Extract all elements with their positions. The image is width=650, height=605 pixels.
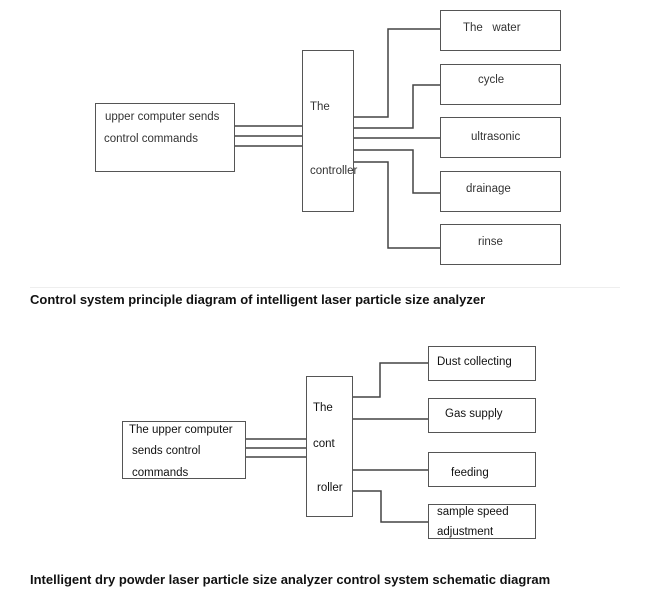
d1-output-box-rinse	[440, 224, 561, 265]
d1-output-box-cycle	[440, 64, 561, 105]
d1-source-label-2: control commands	[104, 133, 198, 145]
d2-line-dust	[352, 362, 428, 398]
d1-output-label-drainage: drainage	[466, 183, 511, 195]
d1-output-box-ultrasonic	[440, 117, 561, 158]
d1-output-label-cycle: cycle	[478, 74, 505, 86]
d1-source-label-1: upper computer sends	[105, 111, 220, 123]
d1-source-box	[95, 103, 235, 172]
d2-output-label-gas: Gas supply	[445, 408, 503, 420]
d1-output-label-rinse: rinse	[478, 236, 503, 248]
d1-controller-label-2: controller	[310, 165, 358, 177]
d2-controller-label-2: cont	[313, 438, 335, 450]
d1-output-box-drainage	[440, 171, 561, 212]
d2-output-label-feeding: feeding	[451, 467, 489, 479]
d2-controller-label-3: roller	[317, 482, 343, 494]
d2-caption: Intelligent dry powder laser particle si…	[30, 572, 551, 587]
d2-source-label-3: commands	[132, 467, 189, 479]
d2-output-box-dust	[428, 346, 536, 381]
d2-output-label-sample-1: sample speed	[437, 506, 509, 518]
d2-output-box-sample	[428, 504, 536, 539]
d2-output-box-feeding	[428, 452, 536, 487]
d2-output-box-gas	[428, 398, 536, 433]
d2-source-label-1: The upper computer	[129, 424, 233, 436]
d2-line-sample	[352, 490, 428, 523]
d2-controller-label-1: The	[313, 402, 333, 414]
d2-source-box	[122, 421, 246, 479]
d1-output-label-ultrasonic: ultrasonic	[471, 131, 521, 143]
d1-line-cycle	[353, 84, 440, 129]
d1-controller-label-1: The	[310, 101, 330, 113]
d2-controller-box	[306, 376, 353, 517]
d1-output-box-water	[440, 10, 561, 51]
d1-line-drainage	[353, 149, 440, 194]
d1-line-rinse	[353, 161, 440, 249]
d1-line-water	[353, 28, 440, 118]
d2-output-label-sample-2: adjustment	[437, 526, 494, 538]
d2-source-label-2: sends control	[132, 445, 201, 457]
d1-controller-box	[302, 50, 354, 212]
d1-caption: Control system principle diagram of inte…	[30, 292, 486, 307]
d2-output-label-dust: Dust collecting	[437, 356, 512, 368]
divider-rule	[30, 287, 620, 288]
d1-output-label-water: The water	[463, 22, 521, 34]
